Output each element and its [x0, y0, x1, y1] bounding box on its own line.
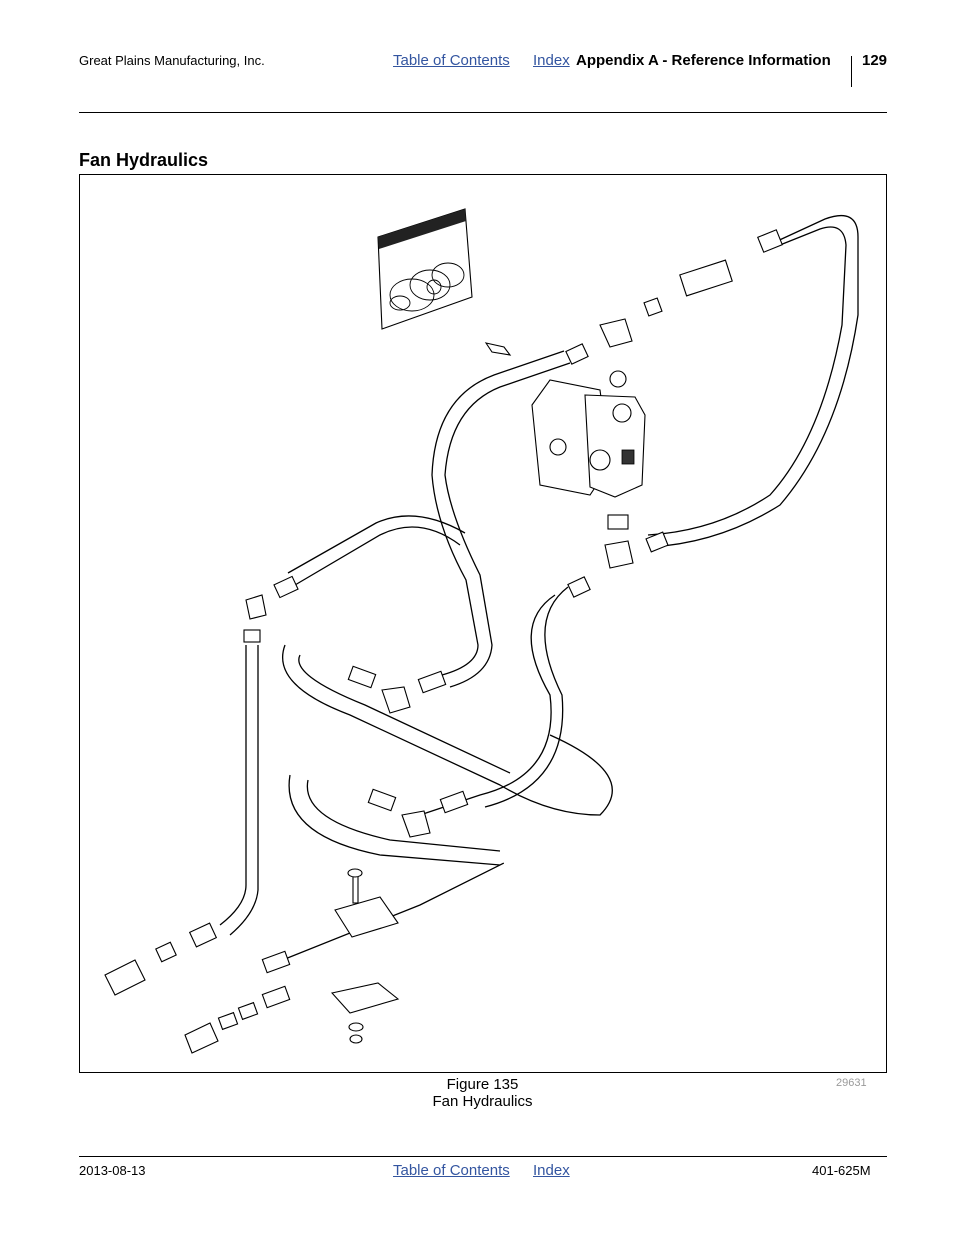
footer-rule: [79, 1156, 887, 1157]
art-number: 29631: [836, 1077, 867, 1089]
hose-fitting-icons: [104, 229, 783, 1054]
hydraulic-pump-icon: [531, 379, 646, 498]
clamp-bracket-icon: [330, 868, 400, 1044]
hydraulics-diagram: [104, 208, 859, 1054]
header-toc-link[interactable]: Table of Contents: [393, 52, 510, 69]
seal-kit-bag-icon: [377, 208, 473, 330]
key-icon: [484, 342, 512, 356]
header-divider: [851, 56, 852, 87]
page-title: Fan Hydraulics: [79, 150, 209, 170]
header-index-link[interactable]: Index: [533, 52, 570, 69]
footer-index-link[interactable]: Index: [533, 1162, 570, 1179]
figure-caption: Fan Hydraulics: [432, 1093, 533, 1110]
section-title: Appendix A - Reference Information: [576, 52, 831, 69]
company-name: Great Plains Manufacturing, Inc.: [79, 53, 265, 68]
page-number: 129: [862, 52, 888, 69]
footer-date: 2013-08-13: [79, 1163, 146, 1178]
figure-number: Figure 135: [446, 1076, 519, 1093]
header-rule: [79, 112, 887, 113]
document-number: 401-625M: [812, 1163, 871, 1178]
footer-toc-link[interactable]: Table of Contents: [393, 1162, 510, 1179]
figure-frame: [79, 174, 887, 1073]
